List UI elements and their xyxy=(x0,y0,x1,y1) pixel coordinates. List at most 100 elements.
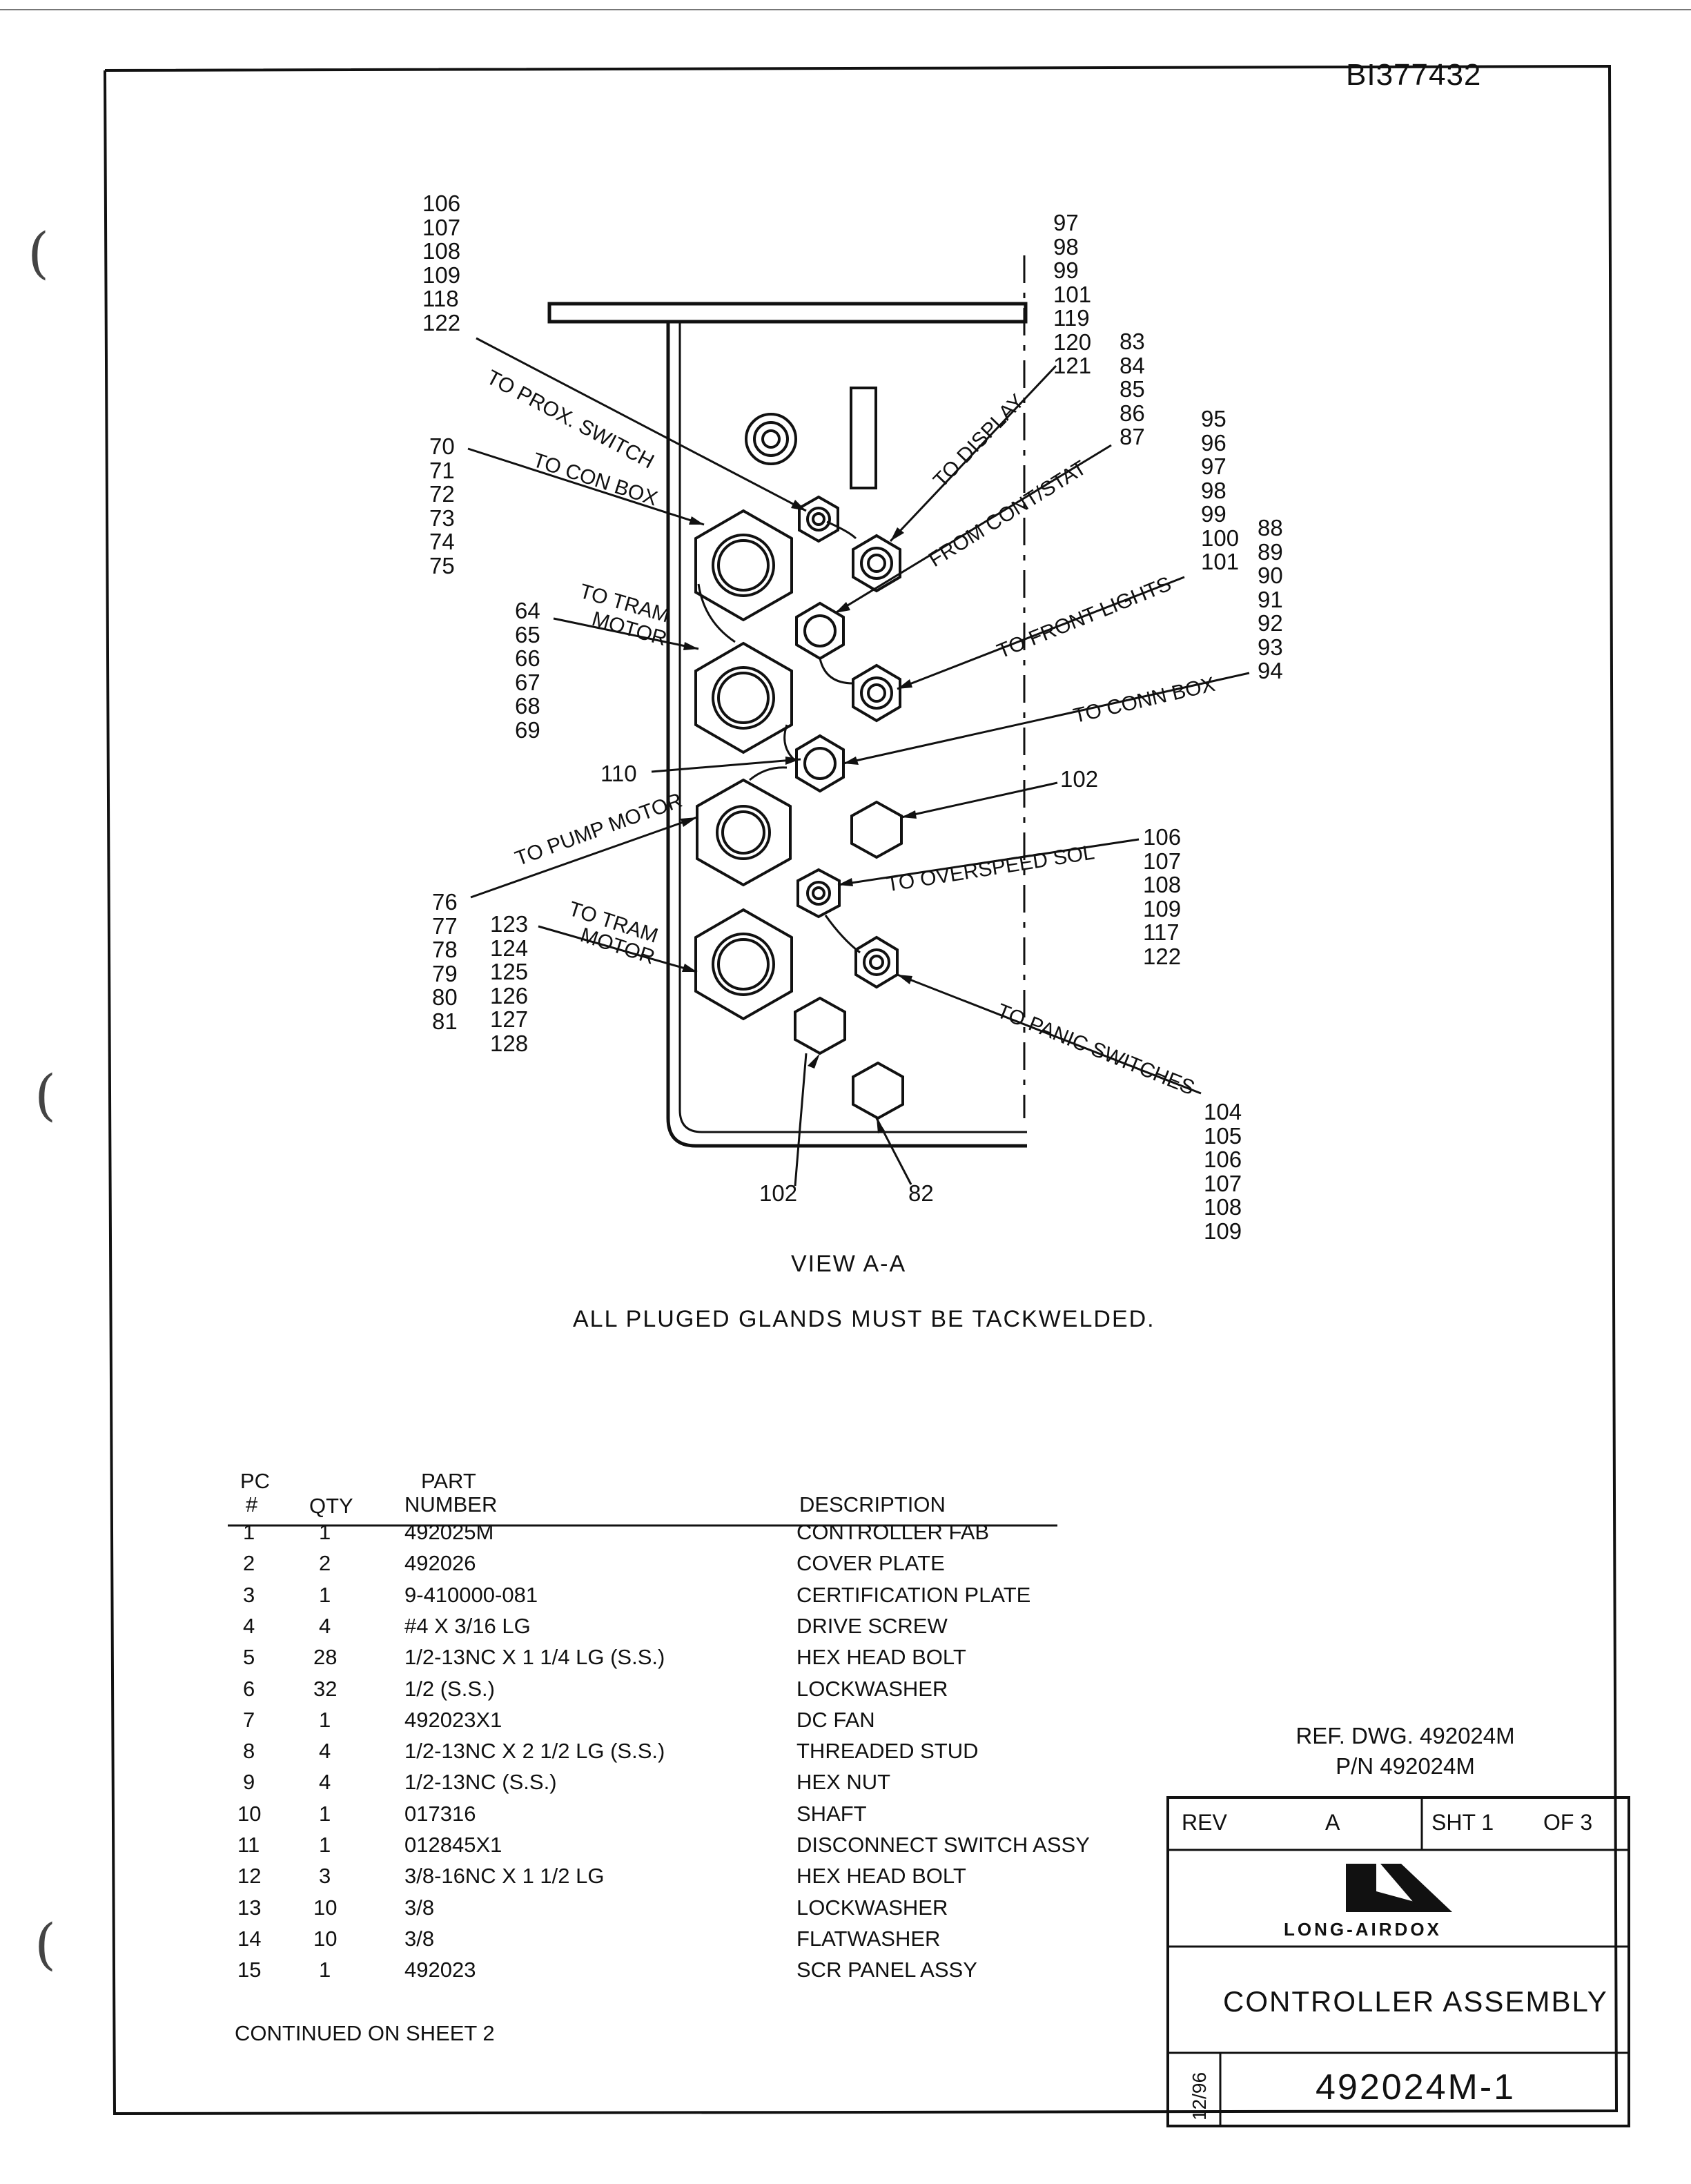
callout-number: 127 xyxy=(490,1006,529,1032)
large-gland-tram-motor-1 xyxy=(694,641,793,754)
callout-number: 121 xyxy=(1053,353,1092,378)
qty-cell: 4 xyxy=(319,1770,331,1795)
part-number-cell: 492026 xyxy=(404,1551,476,1576)
callout-number: 67 xyxy=(515,669,540,695)
callout-number: 118 xyxy=(422,286,459,311)
qty-cell: 1 xyxy=(319,1582,331,1607)
small-gland-conn-box xyxy=(795,734,845,793)
callout-number: 92 xyxy=(1258,610,1283,636)
callout-number: 97 xyxy=(1053,210,1079,235)
header-part: PART xyxy=(421,1469,476,1493)
callout-number: 83 xyxy=(1120,329,1145,354)
callout-number: 90 xyxy=(1258,563,1283,588)
callout-number: 91 xyxy=(1258,586,1283,612)
large-gland-con-box xyxy=(694,509,793,622)
part-number-cell: #4 X 3/16 LG xyxy=(404,1613,531,1638)
callout-number: 125 xyxy=(490,959,529,984)
small-gland-panic xyxy=(854,935,899,989)
pc-cell: 15 xyxy=(237,1958,262,1982)
description-cell: LOCKWASHER xyxy=(796,1676,948,1701)
sheet-label: SHT 1 xyxy=(1431,1810,1494,1835)
panel-enclosure xyxy=(666,322,1027,1148)
callout-number: 79 xyxy=(432,960,458,986)
slot-opening xyxy=(850,387,877,489)
description-cell: HEX NUT xyxy=(796,1770,891,1795)
callout-number: 99 xyxy=(1201,501,1226,527)
hole-punch-mark: ( xyxy=(28,221,50,285)
callout-number: 89 xyxy=(1258,538,1283,565)
pc-cell: 11 xyxy=(237,1833,260,1857)
callout-number: 119 xyxy=(1053,305,1090,331)
callout-number: 73 xyxy=(429,505,455,531)
part-number-cell: 017316 xyxy=(404,1801,476,1826)
callout-number: 126 xyxy=(490,982,529,1008)
part-number-cell: 3/8 xyxy=(404,1926,435,1951)
callout-number: 65 xyxy=(515,621,540,647)
callout-number: 107 xyxy=(1204,1170,1242,1196)
callout-number: 102 xyxy=(1060,766,1099,792)
sheet-border xyxy=(104,64,1619,2116)
callout-number: 123 xyxy=(490,911,529,937)
callout-number: 99 xyxy=(1053,257,1079,283)
bond-wire xyxy=(824,915,861,954)
description-cell: DRIVE SCREW xyxy=(796,1613,948,1638)
callout-number: 81 xyxy=(432,1008,458,1034)
pc-cell: 14 xyxy=(237,1926,262,1951)
long-airdox-logo-mark xyxy=(1346,1864,1452,1912)
callout-number: 96 xyxy=(1201,429,1226,456)
callout-number: 106 xyxy=(1204,1147,1242,1172)
callout-number: 74 xyxy=(429,529,455,554)
qty-cell: 3 xyxy=(319,1864,331,1889)
bond-wire xyxy=(783,724,795,761)
description-cell: SCR PANEL ASSY xyxy=(796,1958,977,1982)
callout-number: 122 xyxy=(1143,943,1182,969)
callout-number: 106 xyxy=(1143,824,1182,850)
callout-number: 98 xyxy=(1201,477,1226,503)
pc-cell: 3 xyxy=(243,1582,255,1607)
plugged-gland-bottom-left xyxy=(794,996,846,1055)
round-fitting xyxy=(745,413,797,465)
callout-number: 107 xyxy=(422,214,461,240)
drawing-date: 12/96 xyxy=(1189,2071,1210,2120)
callout-number: 117 xyxy=(1143,919,1180,945)
callout-number: 88 xyxy=(1258,515,1283,540)
qty-cell: 32 xyxy=(313,1676,338,1701)
description-cell: FLATWASHER xyxy=(796,1926,941,1951)
plugged-gland-82 xyxy=(852,1061,904,1120)
small-gland-display xyxy=(852,534,901,593)
callout-number: 72 xyxy=(429,481,455,507)
callout-number: 106 xyxy=(422,191,461,216)
plugged-gland-102 xyxy=(850,800,903,859)
callout-number: 108 xyxy=(1204,1194,1242,1220)
part-number-cell: 492023 xyxy=(404,1958,476,1982)
callout-number: 124 xyxy=(490,935,529,961)
header-description: DESCRIPTION xyxy=(799,1492,946,1517)
pc-cell: 8 xyxy=(243,1739,255,1764)
drawing-title: CONTROLLER ASSEMBLY xyxy=(1223,1985,1608,2018)
title-block-frame xyxy=(1166,1796,1630,2127)
callout-number: 108 xyxy=(1143,872,1182,897)
callout-number: 98 xyxy=(1053,233,1079,260)
callout-number: 94 xyxy=(1258,658,1283,683)
callout-number: 68 xyxy=(515,693,540,719)
header-number: NUMBER xyxy=(404,1492,498,1517)
description-cell: DISCONNECT SWITCH ASSY xyxy=(796,1833,1090,1857)
bond-wire xyxy=(819,658,854,685)
callout-number: 108 xyxy=(422,238,461,264)
pc-cell: 4 xyxy=(243,1613,255,1638)
bond-wire xyxy=(697,583,736,643)
pc-cell: 12 xyxy=(237,1864,262,1889)
header-pc-hash: # xyxy=(246,1492,258,1517)
header-pc: PC xyxy=(240,1469,271,1493)
part-number-cell: 3/8 xyxy=(404,1895,435,1920)
